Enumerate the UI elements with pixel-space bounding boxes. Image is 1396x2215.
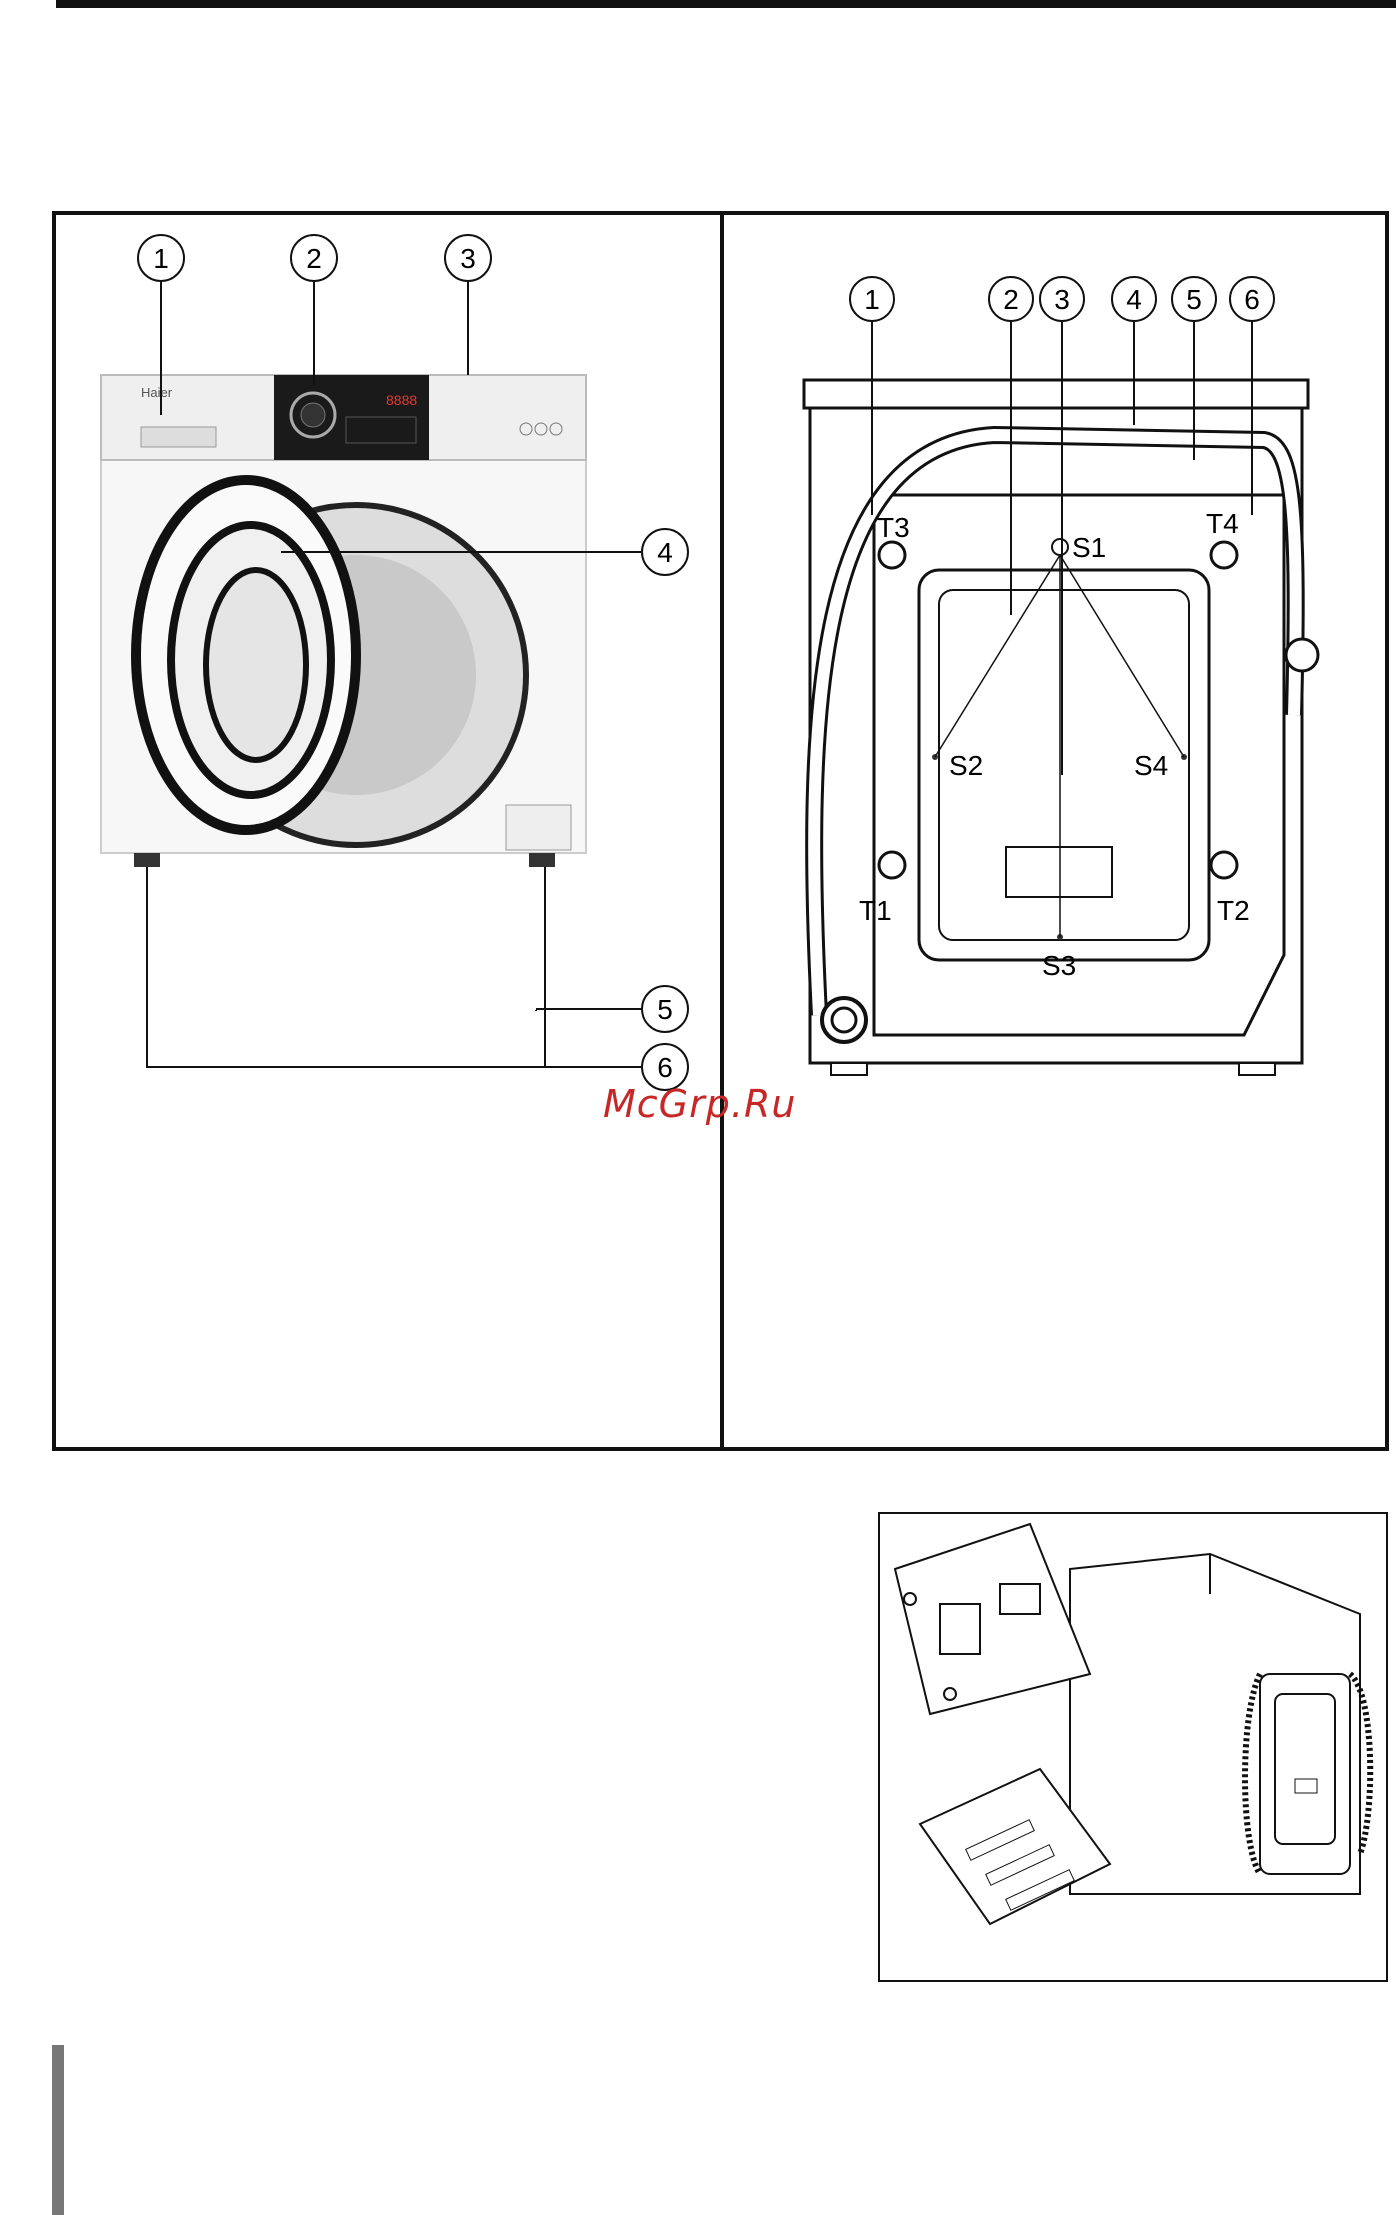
svg-text:5: 5: [1186, 284, 1202, 315]
svg-text:5: 5: [657, 994, 673, 1025]
front-callout-3: 3: [445, 235, 491, 281]
bolt-label-t1: T1: [859, 895, 892, 926]
svg-text:4: 4: [657, 537, 673, 568]
rear-callout-2: 2: [989, 277, 1033, 321]
page-side-marker: [52, 2045, 64, 2215]
svg-text:1: 1: [153, 243, 169, 274]
rear-callout-3: 3: [1040, 277, 1084, 321]
svg-text:2: 2: [306, 243, 322, 274]
front-callout-4: 4: [642, 529, 688, 575]
screw-label-s1: S1: [1072, 532, 1106, 563]
front-callout-2: 2: [291, 235, 337, 281]
rear-view-figure: 1 2 3 4 5 6 T1 T2 T3 T4 S1 S2 S3 S4: [724, 215, 1388, 1095]
svg-text:2: 2: [1003, 284, 1019, 315]
screw-label-s2: S2: [949, 750, 983, 781]
rear-callout-4: 4: [1112, 277, 1156, 321]
front-callout-1: 1: [138, 235, 184, 281]
svg-text:6: 6: [657, 1052, 673, 1083]
svg-text:4: 4: [1126, 284, 1142, 315]
brand-logo: Haier: [141, 385, 173, 400]
header-rule: [56, 0, 1396, 8]
svg-text:6: 6: [1244, 284, 1260, 315]
front-callout-5: 5: [642, 986, 688, 1032]
rear-callout-1: 1: [850, 277, 894, 321]
packaging-removal-figure: [878, 1512, 1388, 1982]
svg-text:1: 1: [864, 284, 880, 315]
watermark-text: McGrp.Ru: [603, 1082, 796, 1126]
bolt-label-t4: T4: [1206, 508, 1239, 539]
svg-text:3: 3: [460, 243, 476, 274]
rear-callout-6: 6: [1230, 277, 1274, 321]
svg-text:3: 3: [1054, 284, 1070, 315]
screw-label-s3: S3: [1042, 950, 1076, 981]
screw-label-s4: S4: [1134, 750, 1168, 781]
bolt-label-t2: T2: [1217, 895, 1250, 926]
display-readout: 8888: [386, 392, 417, 408]
front-view-figure: 8888 Haier 1 2 3 4 5 6: [56, 215, 720, 1095]
rear-callout-5: 5: [1172, 277, 1216, 321]
bolt-label-t3: T3: [877, 512, 910, 543]
